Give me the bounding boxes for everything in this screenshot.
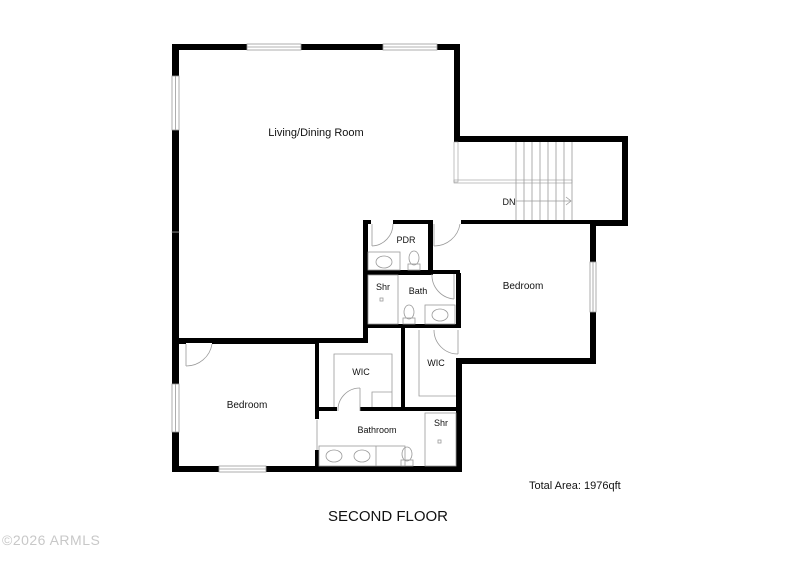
- label-bedroom-right: Bedroom: [503, 281, 544, 292]
- label-bath: Bath: [409, 286, 428, 296]
- watermark: ©2026 ARMLS: [2, 532, 101, 548]
- label-living-dining: Living/Dining Room: [268, 127, 363, 139]
- room-labels: Living/Dining Room PDR Shr Bath Bedroom …: [227, 127, 544, 435]
- label-pdr: PDR: [396, 235, 416, 245]
- label-bathroom: Bathroom: [357, 425, 396, 435]
- windows: [171, 43, 597, 473]
- fixtures: [318, 250, 457, 467]
- total-area: Total Area: 1976qft: [529, 480, 621, 492]
- label-bedroom-left: Bedroom: [227, 400, 268, 411]
- staircase: [453, 141, 573, 220]
- label-wic-left: WIC: [352, 367, 370, 377]
- interior-walls: [172, 220, 591, 468]
- label-shower-2: Shr: [434, 418, 448, 428]
- doors: [185, 223, 461, 450]
- label-stairs-down: DN: [503, 197, 516, 207]
- label-shower-1: Shr: [376, 282, 390, 292]
- floor-title: SECOND FLOOR: [327, 508, 448, 525]
- label-wic-right: WIC: [427, 358, 445, 368]
